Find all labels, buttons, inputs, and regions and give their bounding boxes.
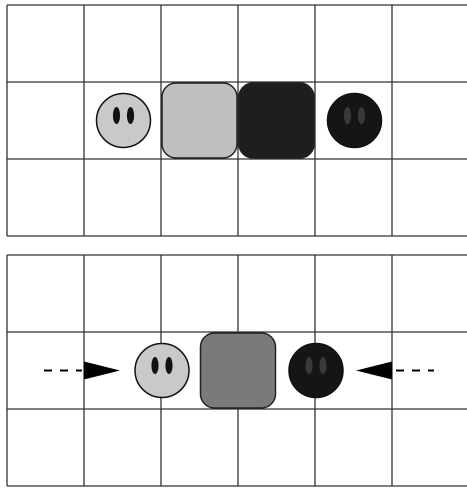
character-face	[97, 94, 151, 148]
merged-block	[201, 333, 276, 408]
panel-after	[7, 255, 467, 486]
light-character	[135, 344, 189, 398]
character-eye-right	[165, 357, 172, 374]
panel-before	[7, 5, 467, 236]
light-character	[97, 94, 151, 148]
character-eye-left	[305, 357, 312, 374]
character-eye-right	[319, 357, 326, 374]
character-eye-right	[358, 107, 365, 124]
character-eye-right	[127, 107, 134, 124]
character-eye-left	[151, 357, 158, 374]
character-face	[289, 344, 343, 398]
light-block	[162, 83, 237, 158]
dark-block	[239, 83, 314, 158]
character-face	[135, 344, 189, 398]
dark-character	[328, 94, 382, 148]
dark-character	[289, 344, 343, 398]
character-face	[328, 94, 382, 148]
character-eye-left	[113, 107, 120, 124]
character-eye-left	[344, 107, 351, 124]
